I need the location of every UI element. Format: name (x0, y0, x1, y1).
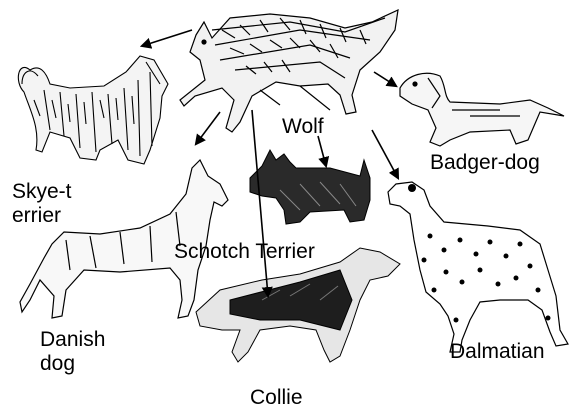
arrow-to-skye-terrier (142, 30, 192, 46)
dalmatian-illustration (388, 182, 568, 352)
arrow-to-danish-dog (196, 112, 220, 144)
wolf-illustration (180, 10, 398, 132)
scotch-terrier-illustration (250, 150, 370, 224)
arrow-to-collie (252, 110, 268, 296)
label-wolf: Wolf (282, 115, 324, 139)
label-collie: Collie (250, 386, 303, 410)
badger-dog-illustration (400, 73, 564, 146)
label-danish-dog: Danish dog (40, 328, 140, 376)
arrow-to-scotch-terrier (318, 136, 326, 166)
label-badger-dog: Badger-dog (430, 151, 540, 175)
label-skye-terrier: Skye-terrier (12, 180, 74, 228)
label-schotch-terrier: Schotch Terrier (174, 240, 315, 264)
collie-illustration (196, 248, 400, 362)
skye-terrier-illustration (18, 56, 168, 164)
label-dalmatian: Dalmatian (450, 340, 545, 364)
arrow-to-dalmatian (372, 130, 398, 178)
arrow-to-badger-dog (374, 72, 396, 86)
